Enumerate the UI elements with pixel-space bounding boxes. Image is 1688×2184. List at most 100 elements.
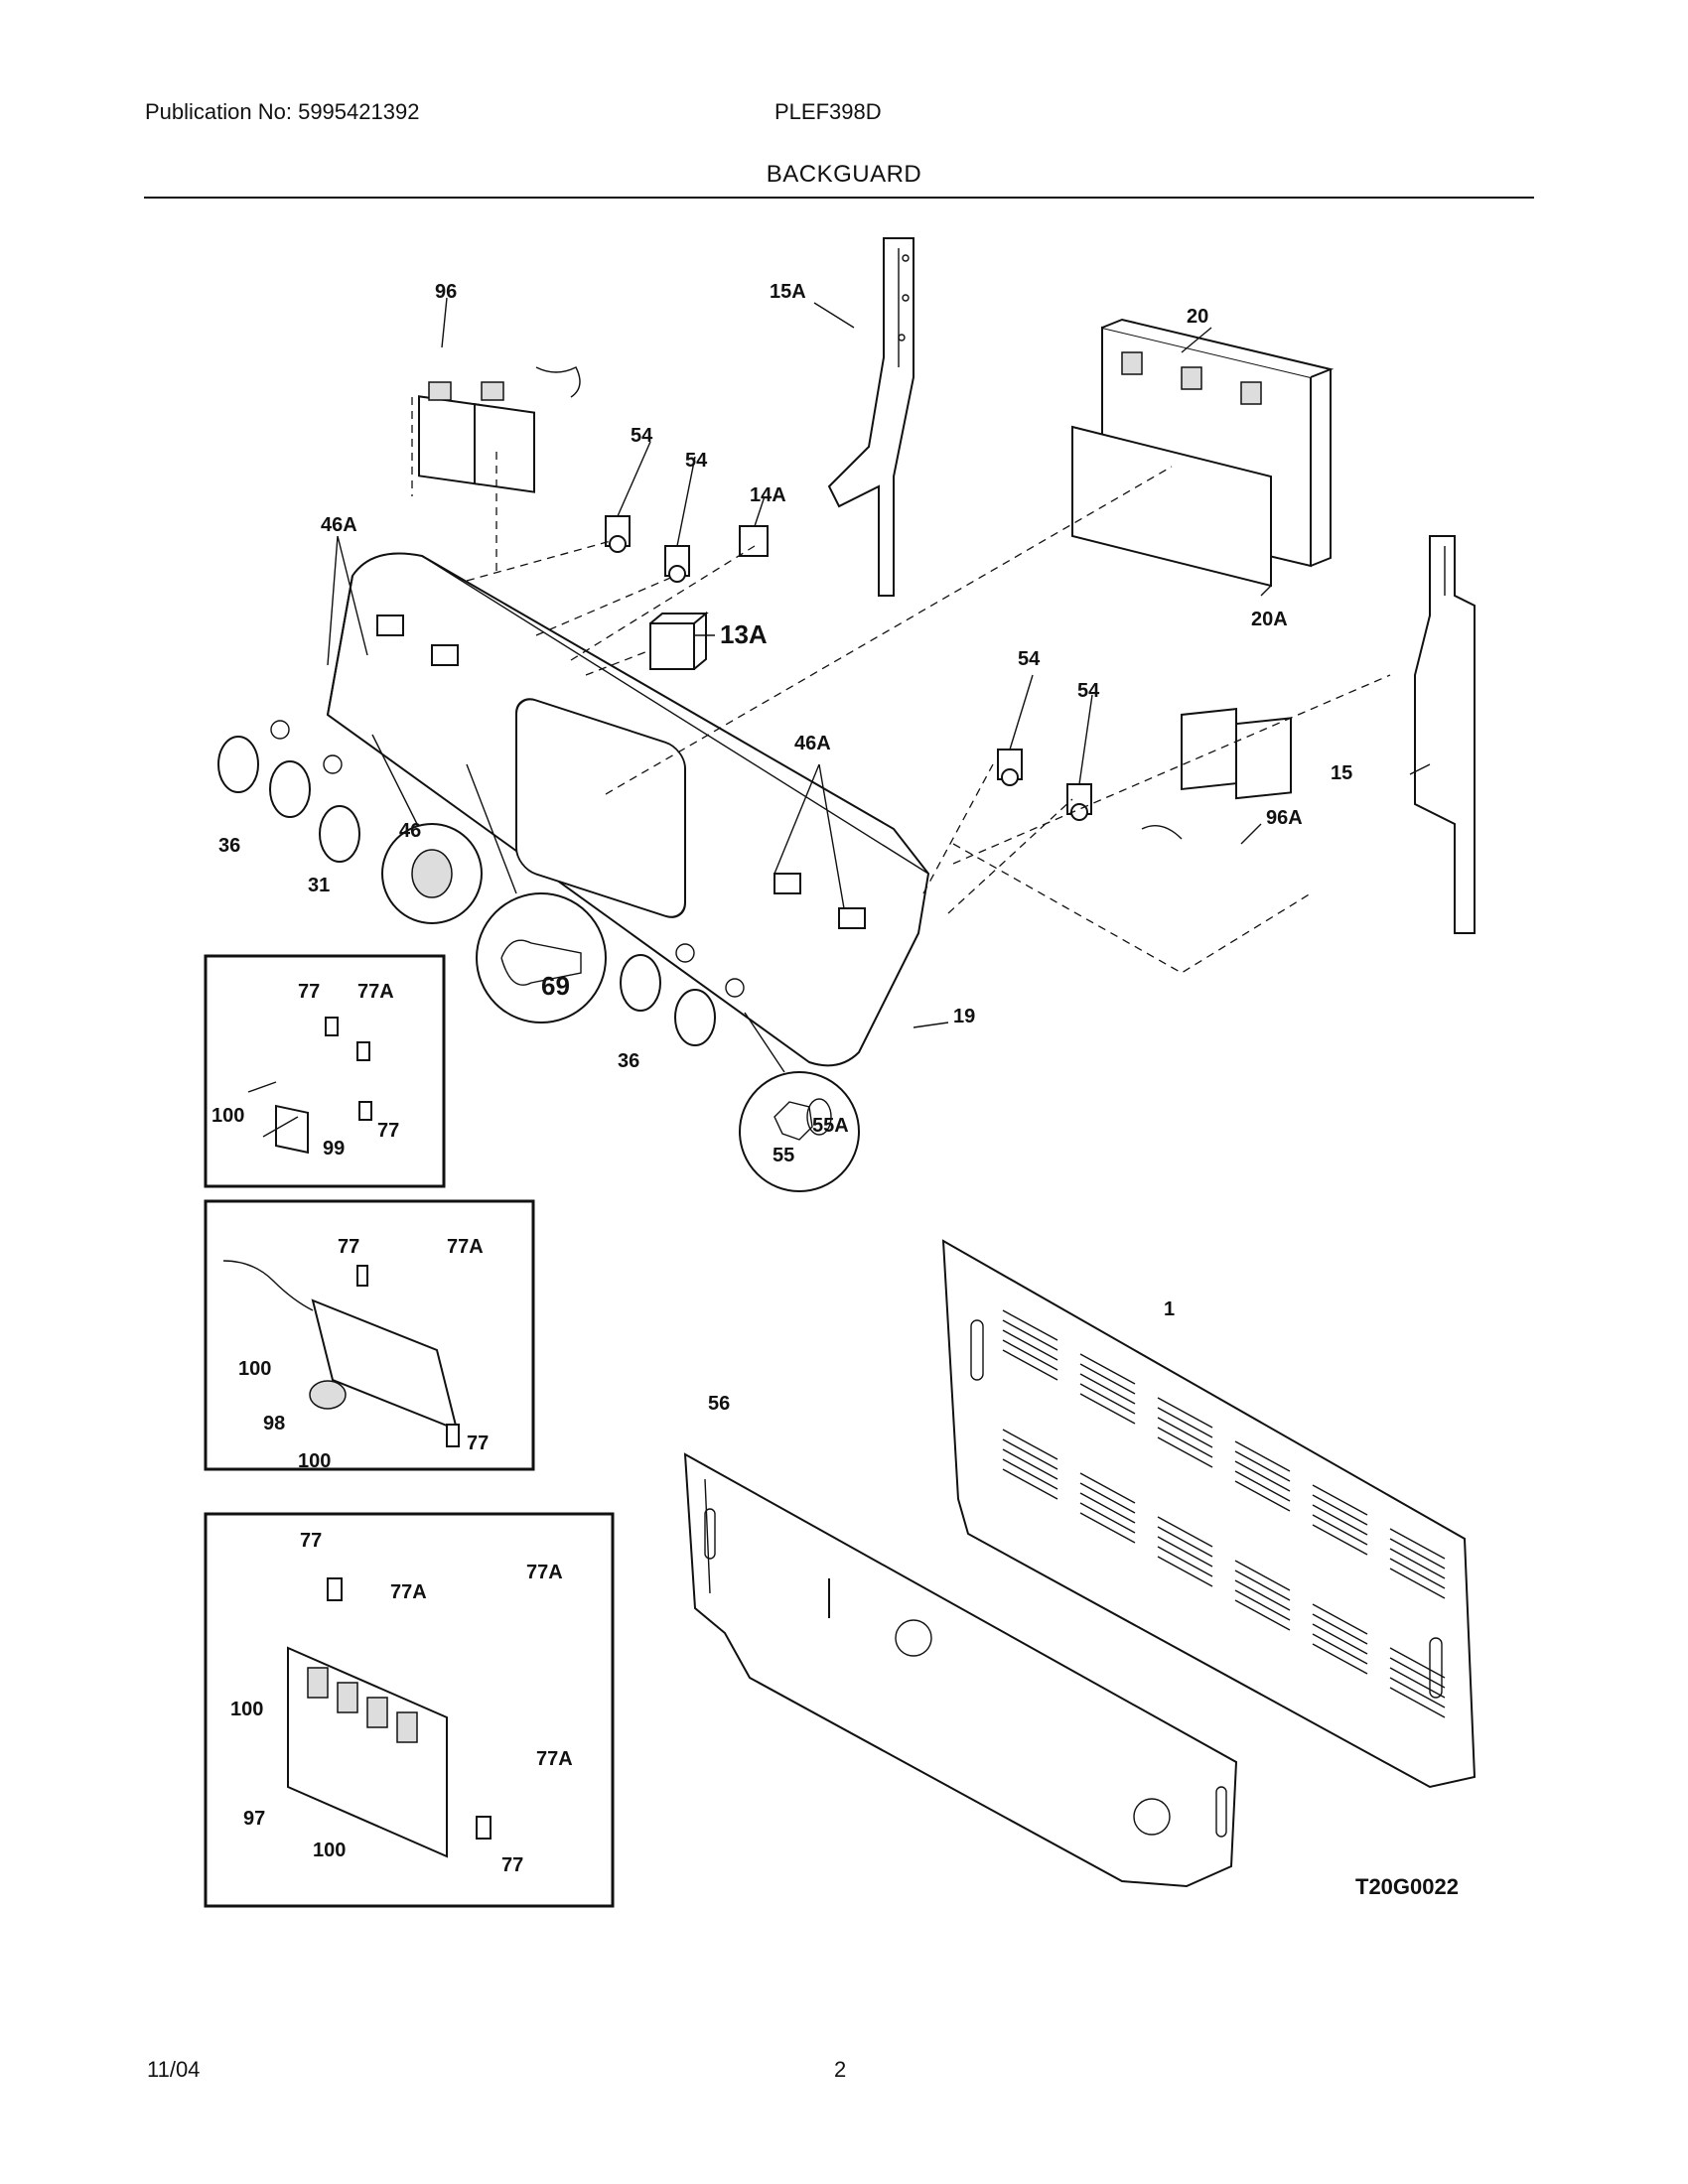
publication-number: Publication No: 5995421392: [145, 99, 420, 124]
footer-page-number: 2: [834, 2057, 847, 2082]
louver-slot: [1234, 1480, 1291, 1512]
louver-slot: [1234, 1460, 1291, 1492]
louver-slot: [1157, 1536, 1213, 1568]
louver-slot: [1157, 1427, 1213, 1458]
louver-slot: [1079, 1502, 1136, 1534]
callout-46: 46: [399, 820, 421, 842]
infinite-switches: [605, 515, 1092, 821]
louver-slot: [1312, 1643, 1368, 1675]
box2-callout-77-1: 77: [338, 1236, 359, 1258]
louver-slot: [1312, 1603, 1368, 1635]
louver-slot: [1079, 1472, 1136, 1504]
callout-55A: 55A: [812, 1115, 849, 1137]
box1-callout-100: 100: [211, 1105, 244, 1127]
louver-slot: [1389, 1568, 1446, 1599]
louver-slot: [1389, 1667, 1446, 1699]
louver-slot: [1002, 1329, 1058, 1361]
callout-14A: 14A: [750, 484, 786, 506]
louver-slot: [1157, 1556, 1213, 1587]
louver-slot: [1079, 1353, 1136, 1385]
header-rule: [144, 197, 1534, 199]
inset-box-98: [204, 1199, 535, 1471]
louver-slot: [1312, 1633, 1368, 1665]
rear-cover-1: [941, 1239, 1477, 1789]
louver-slot: [1157, 1417, 1213, 1448]
guide-lines: [327, 297, 1431, 1028]
louver-slot: [1312, 1504, 1368, 1536]
callout-36-1: 36: [218, 835, 240, 857]
box3-callout-77-1: 77: [300, 1530, 322, 1552]
louver-slot: [1234, 1560, 1291, 1591]
bracket-15: [1414, 535, 1476, 934]
box1-callout-77-1: 77: [298, 981, 320, 1003]
louver-slot: [1079, 1373, 1136, 1405]
louver-slot: [1157, 1436, 1213, 1468]
louver-slot: [1389, 1657, 1446, 1689]
control-knobs: [217, 720, 745, 1046]
louver-slot: [1389, 1687, 1446, 1718]
box3-callout-77A-1: 77A: [390, 1581, 427, 1603]
louver-slot: [1389, 1647, 1446, 1679]
box2-callout-100-1: 100: [238, 1358, 271, 1380]
louver-slot: [1234, 1579, 1291, 1611]
backguard-panel-19: [326, 552, 930, 1067]
callout-69: 69: [541, 971, 570, 1001]
model-number: PLEF398D: [774, 99, 882, 124]
louver-slot: [1312, 1484, 1368, 1516]
footer-date: 11/04: [147, 2057, 201, 2082]
callout-55: 55: [773, 1145, 794, 1166]
louver-slot: [1002, 1339, 1058, 1371]
louver-slot: [1234, 1570, 1291, 1601]
louver-slot: [1157, 1516, 1213, 1548]
box1-callout-77A: 77A: [357, 981, 394, 1003]
callout-56: 56: [708, 1393, 730, 1415]
louver-slot: [1312, 1494, 1368, 1526]
box3-callout-77A-2: 77A: [526, 1562, 563, 1583]
louver-slot: [1312, 1514, 1368, 1546]
louver-slot: [1079, 1393, 1136, 1425]
callout-15A: 15A: [770, 281, 806, 303]
louver-slot: [1389, 1558, 1446, 1589]
box3-callout-100-1: 100: [230, 1699, 263, 1720]
callout-36-2: 36: [618, 1050, 639, 1072]
louver-slot: [1079, 1383, 1136, 1415]
diagram-code: T20G0022: [1355, 1874, 1459, 1899]
callout-46A-1: 46A: [321, 514, 357, 536]
detail-circles: [371, 734, 860, 1192]
callout-19: 19: [953, 1006, 975, 1027]
control-board-96A: [1141, 708, 1292, 840]
callout-54-4: 54: [1077, 680, 1100, 702]
louver-slot: [1234, 1470, 1291, 1502]
electronic-control-20: [1071, 318, 1335, 588]
louver-slot: [1002, 1319, 1058, 1351]
louver-slot: [1002, 1438, 1058, 1470]
louver-slot: [1312, 1613, 1368, 1645]
callout-20: 20: [1187, 306, 1208, 328]
callout-15: 15: [1331, 762, 1352, 784]
callout-46A-2: 46A: [794, 733, 831, 754]
louver-slot: [1002, 1429, 1058, 1460]
callout-96: 96: [435, 281, 457, 303]
louver-slot: [1002, 1309, 1058, 1341]
callout-20A: 20A: [1251, 609, 1288, 630]
louver-slot: [1157, 1546, 1213, 1577]
louver-slot: [1389, 1538, 1446, 1570]
louver-slot: [1234, 1450, 1291, 1482]
section-title: BACKGUARD: [766, 161, 922, 188]
louver-slot: [1079, 1363, 1136, 1395]
box2-callout-77-2: 77: [467, 1433, 489, 1454]
louver-slot: [1157, 1397, 1213, 1429]
callout-13A: 13A: [720, 619, 768, 649]
box2-callout-100-2: 100: [298, 1450, 331, 1472]
louver-slot: [1079, 1492, 1136, 1524]
box2-callout-77A: 77A: [447, 1236, 484, 1258]
box1-callout-77-2: 77: [377, 1120, 399, 1142]
box3-callout-100-2: 100: [313, 1840, 346, 1861]
louver-slot: [1157, 1526, 1213, 1558]
louver-slot: [1234, 1589, 1291, 1621]
box2-callout-98: 98: [263, 1413, 285, 1434]
louver-slot: [1157, 1407, 1213, 1438]
inset-box-99: [204, 954, 446, 1188]
louver-slot: [1312, 1524, 1368, 1556]
